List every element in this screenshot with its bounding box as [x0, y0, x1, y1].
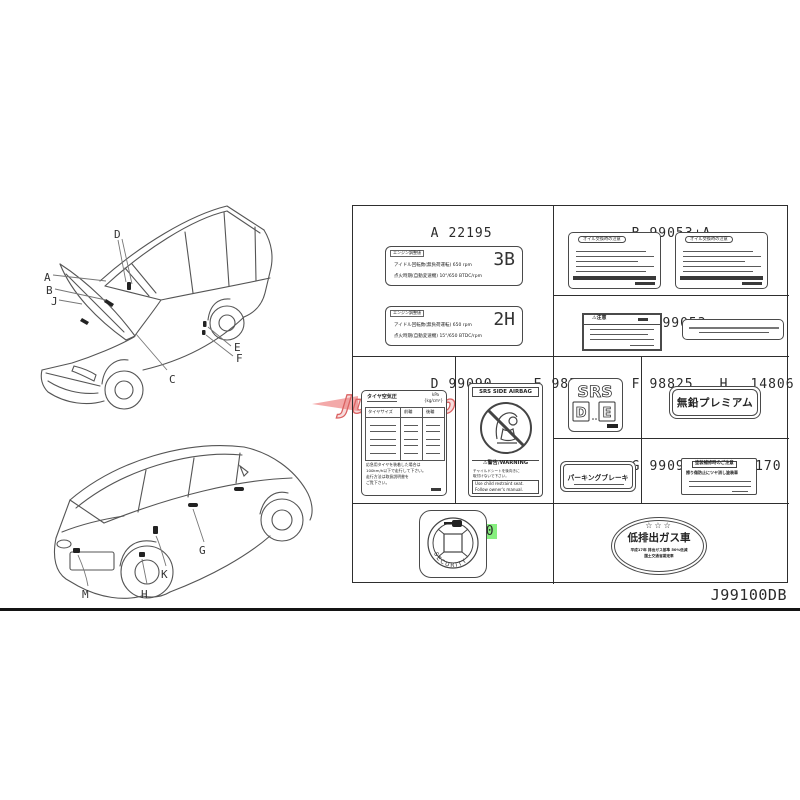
- unleaded-premium-label: 無鉛プレミアム: [669, 386, 761, 419]
- tire-title: タイヤ空気圧: [367, 394, 397, 402]
- tire-unit-kpa: kPa: [432, 392, 439, 397]
- oil-label-header: オイル交換時の注意: [685, 236, 733, 243]
- bottom-rule: [0, 608, 800, 611]
- oil-caution-label: オイル交換時の注意: [568, 232, 661, 289]
- cell-H-14806: H 14806 無鉛プレミアム: [642, 357, 794, 439]
- car-rear-illustration: M H K G: [53, 445, 313, 601]
- part-ref-A: A 22195: [360, 211, 493, 256]
- ref-letter: H: [719, 377, 729, 392]
- paint-header: 塗装補修時のご注意: [692, 461, 737, 468]
- leader-lines: [77, 508, 205, 587]
- tire-table: タイヤサイズ 前輪 後輪: [365, 407, 445, 461]
- no-child-seat-icon: [480, 402, 532, 454]
- car-front-illustration: A B J D C E F: [40, 205, 273, 410]
- caution-label: ⚠注意: [582, 313, 662, 351]
- callout-C: C: [169, 373, 176, 386]
- cell-B-99053A: B99053+A オイル交換時の注意 オイル交換時の注意: [554, 206, 789, 296]
- part-number[interactable]: 22195: [448, 226, 493, 241]
- engine-code: 2H: [493, 309, 515, 330]
- srs-de-label: SRS D E: [568, 378, 623, 432]
- tire-pressure-label: タイヤ空気圧 kPa {kg/cm²} タイヤサイズ 前輪 後輪 応急用タイヤを: [361, 390, 447, 496]
- callout-H: H: [141, 588, 148, 601]
- callout-K: K: [161, 568, 168, 581]
- tire-col-front: 前輪: [404, 409, 413, 414]
- label-location-marks: [73, 487, 244, 557]
- srs-side-airbag-label: SRS SIDE AIRBAG ⚠警告/WARNING チャイルドシートを後向き…: [468, 383, 543, 497]
- oil-label-header: オイル交換時の注意: [578, 236, 626, 243]
- engine-spec-label-3b: エンジン調整値 アイドル回転数(無負荷運転) 650 rpm 点火時期(自動変速…: [385, 246, 523, 286]
- parking-brake-label: パーキングブレーキ: [560, 461, 636, 492]
- cell-C-99053: C99053 ⚠注意: [554, 296, 789, 357]
- part-number[interactable]: 14806: [750, 377, 795, 392]
- engine-timing-line: 点火時期(自動変速機) 10°/650 BTDC/rpm: [394, 274, 483, 279]
- engine-spec-label-2h: エンジン調整値 アイドル回転数(無負荷運転) 650 rpm 点火時期(自動変速…: [385, 306, 523, 346]
- ref-letter: A: [430, 226, 440, 241]
- airbag-en-line: Follow owner's manual.: [475, 487, 523, 492]
- callout-J: J: [51, 295, 58, 308]
- airbag-warning: ⚠警告/WARNING: [472, 460, 539, 467]
- emission-sub-line: 平成17年 排出ガス基準 50%低減: [630, 548, 688, 552]
- security-label: SECURITY: [419, 510, 487, 578]
- airbag-title: SRS SIDE AIRBAG: [479, 388, 532, 395]
- diagram-code: J99100DB: [710, 586, 787, 604]
- engine-code: 3B: [493, 249, 515, 270]
- parking-brake-text: パーキングブレーキ: [567, 473, 629, 482]
- callout-G: G: [199, 544, 206, 557]
- cell-E-98591N: E98591N SRS SIDE AIRBAG ⚠警告/WARNING チャイ: [456, 357, 603, 504]
- key-icon: [444, 520, 462, 527]
- srs-box-d: D: [576, 406, 587, 421]
- srs-box-e: E: [603, 406, 612, 421]
- low-emission-label: ☆☆☆ 低排出ガス車 平成17年 排出ガス基準 50%低減 国土交通省認定車: [611, 517, 707, 575]
- emission-title: 低排出ガス車: [627, 532, 691, 544]
- tire-note-line: 応急用タイヤを装着した場合は: [366, 462, 421, 467]
- paint-caution-label: 塗装補修時のご注意 擦り傷防止にツヤ消し塗装車: [681, 458, 757, 495]
- label-location-marks: [80, 282, 207, 335]
- cell-A-22195: A 22195 エンジン調整値 アイドル回転数(無負荷運転) 650 rpm 点火…: [353, 206, 554, 357]
- caution-header: ⚠注意: [592, 315, 607, 321]
- tire-note-line: 走行方法は取扱説明書を: [366, 474, 409, 479]
- engine-label-header: エンジン調整値: [390, 310, 424, 317]
- tire-note-line: ご覧下さい。: [366, 480, 390, 485]
- oil-caution-label: オイル交換時の注意: [675, 232, 768, 289]
- leader-lines: [52, 238, 234, 371]
- tire-col-size: タイヤサイズ: [368, 409, 393, 414]
- callout-B: B: [46, 284, 53, 297]
- callout-A: A: [44, 271, 51, 284]
- callout-E: E: [234, 341, 241, 354]
- engine-idle-line: アイドル回転数(無負荷運転) 650 rpm: [394, 323, 472, 328]
- emission-stars: ☆☆☆: [645, 521, 673, 530]
- cell-M-99079: M99079 ☆☆☆ 低排出ガス車 平成17年 排出ガス基準 50%低減 国土交…: [554, 504, 789, 584]
- unleaded-text: 無鉛プレミアム: [676, 397, 754, 409]
- cell-D-99090: D99090 タイヤ空気圧 kPa {kg/cm²} タイヤサイズ 前輪 後輪: [353, 357, 492, 504]
- tire-unit-kg: {kg/cm²}: [424, 398, 443, 403]
- parts-table: A 22195 エンジン調整値 アイドル回転数(無負荷運転) 650 rpm 点火…: [352, 205, 794, 584]
- paint-line: 擦り傷防止にツヤ消し塗装車: [686, 470, 738, 475]
- engine-timing-line: 点火時期(自動変速機) 15°/650 BTDC/rpm: [394, 334, 483, 339]
- tire-note-line: 100km/h以下で走行して下さい。: [366, 468, 426, 473]
- engine-idle-line: アイドル回転数(無負荷運転) 650 rpm: [394, 263, 472, 268]
- callout-F: F: [236, 352, 243, 365]
- watermark-arrow: [312, 396, 358, 411]
- part-ref-H: H 14806: [649, 362, 795, 407]
- ref-letter: D: [430, 377, 440, 392]
- emission-sub-line: 国土交通省認定車: [644, 554, 674, 558]
- cell-J-60170: J60170 塗装補修時のご注意 擦り傷防止にツヤ消し塗装車: [642, 439, 789, 504]
- airbag-jp-line: 取付けないで下さい。: [473, 474, 509, 478]
- note-strip-label: [682, 319, 784, 340]
- callout-D: D: [114, 228, 121, 241]
- srs-outline-text: SRS: [577, 382, 612, 401]
- airbag-en-line: Use child restraint seat.: [475, 481, 524, 486]
- callout-M: M: [82, 588, 89, 601]
- ref-letter: F: [631, 377, 641, 392]
- tire-col-rear: 後輪: [426, 409, 435, 414]
- srs-black-tag: [607, 424, 618, 428]
- cell-K-990A0: K990A0 SECURIT: [353, 504, 554, 584]
- airbag-jp-line: チャイルドシートを後向きに: [473, 469, 520, 473]
- engine-label-header: エンジン調整値: [390, 250, 424, 257]
